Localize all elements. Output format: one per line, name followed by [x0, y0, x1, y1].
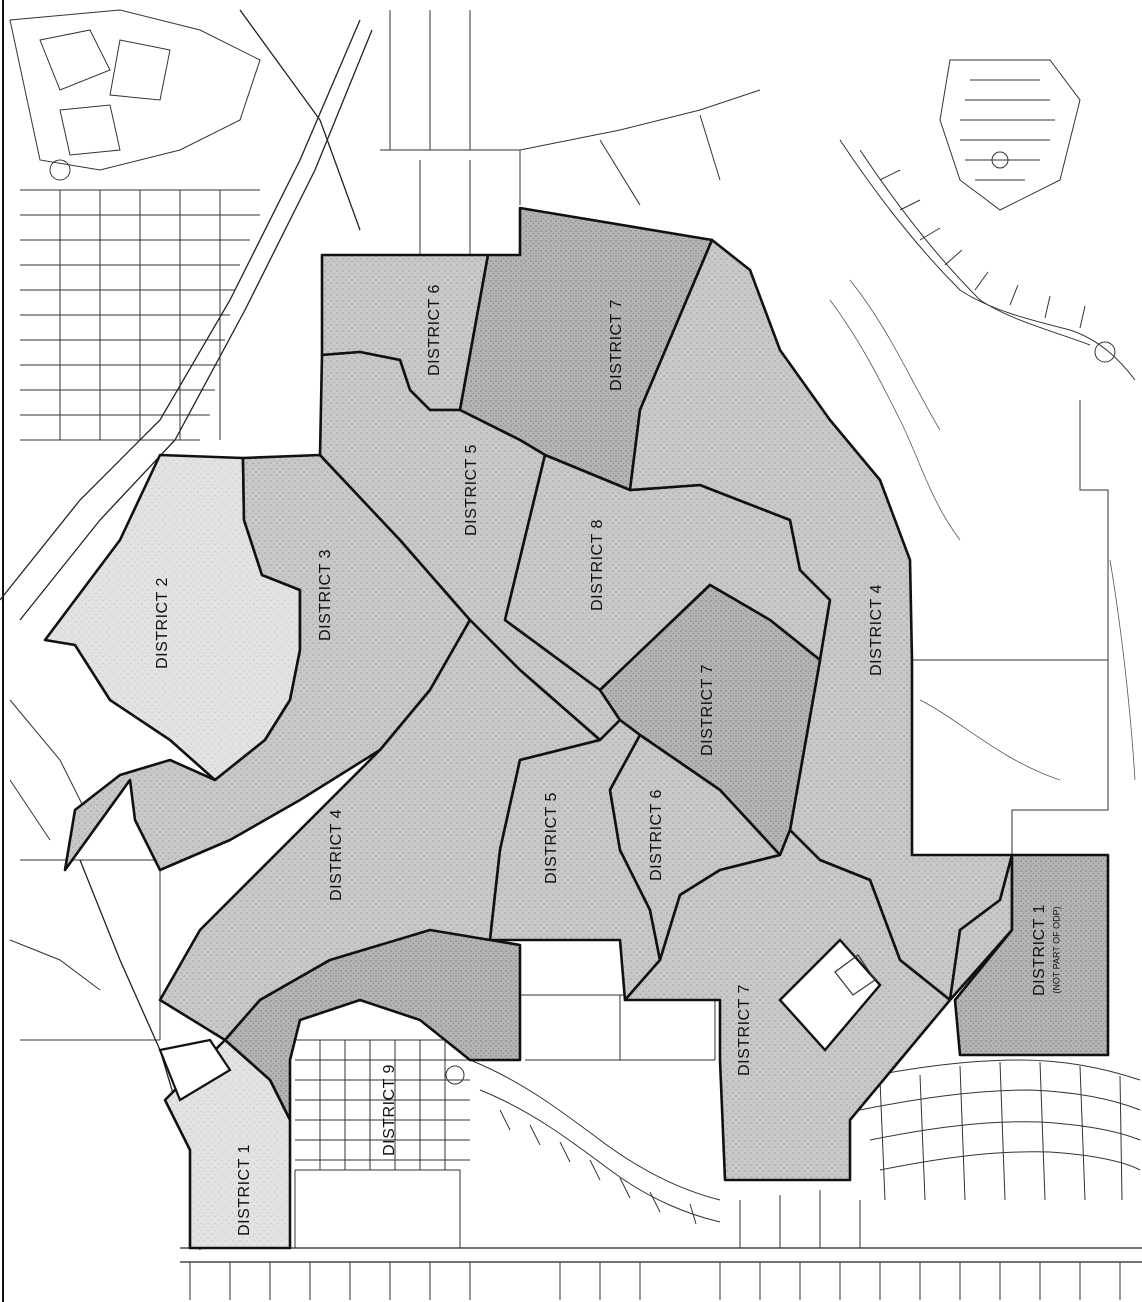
district-label: DISTRICT 3 — [317, 549, 334, 641]
district-label: DISTRICT 7 — [736, 984, 753, 1076]
district-label: DISTRICT 4 — [328, 809, 345, 901]
district-labels: DISTRICT 6 DISTRICT 7 DISTRICT 5 DISTRIC… — [154, 284, 1061, 1236]
district-label: DISTRICT 9 — [381, 1064, 398, 1156]
district-label: DISTRICT 7 — [608, 299, 625, 391]
district-1-left-area — [163, 1038, 292, 1250]
district-label: DISTRICT 6 — [648, 789, 665, 881]
district-areas — [43, 206, 1110, 1250]
district-note: (NOT PART OF ODP) — [1051, 906, 1061, 993]
district-9-area — [223, 928, 522, 1122]
district-label: DISTRICT 7 — [699, 664, 716, 756]
district-label: DISTRICT 8 — [589, 519, 606, 611]
district-label: DISTRICT 5 — [463, 444, 480, 536]
district-label: DISTRICT 6 — [426, 284, 443, 376]
district-label: DISTRICT 1 — [1031, 904, 1048, 996]
district-label: DISTRICT 2 — [154, 577, 171, 669]
district-label: DISTRICT 4 — [868, 584, 885, 676]
district-1-right-area — [953, 853, 1110, 1057]
district-label: DISTRICT 1 — [236, 1144, 253, 1236]
district-7-inner-parcel — [778, 938, 882, 1052]
district-7-inner-parcel-small — [834, 954, 876, 996]
notch-parcel — [158, 1038, 232, 1102]
district-label: DISTRICT 5 — [543, 792, 560, 884]
